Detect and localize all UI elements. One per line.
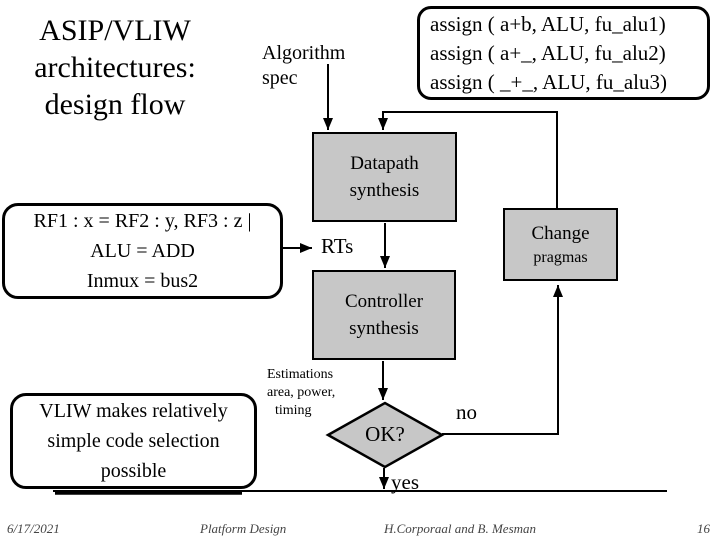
estimations-line: area, power, [267, 385, 336, 400]
slide-title: ASIP/VLIW architectures: design flow [10, 12, 220, 123]
change-label-line: pragmas [533, 248, 588, 266]
footer-page-number: 16 [697, 521, 710, 536]
rf-line: Inmux = bus2 [86, 270, 199, 292]
controller-label-line: synthesis [349, 318, 419, 339]
estimations-line: timing [275, 403, 312, 418]
title-line: architectures: [34, 51, 196, 84]
algorithm-spec-line: spec [262, 67, 298, 89]
controller-synthesis-box: Controller synthesis [312, 270, 456, 360]
vliw-line: possible [100, 460, 167, 482]
algorithm-spec-label: Algorithm spec [262, 41, 345, 91]
arrow-change-to-datapath [378, 111, 558, 209]
vliw-line: VLIW makes relatively [39, 400, 228, 422]
assign-line: assign ( a+_, ALU, fu_alu2) [430, 40, 666, 65]
title-line: design flow [44, 88, 186, 121]
title-line: ASIP/VLIW [39, 14, 191, 47]
yes-branch-label: yes [391, 470, 419, 494]
ok-decision-diamond [325, 401, 445, 469]
rf-line: RF1 : x = RF2 : y, RF3 : z | [33, 210, 252, 232]
no-branch-label: no [456, 400, 477, 424]
datapath-label-line: Datapath [350, 153, 419, 174]
vliw-line: simple code selection [47, 430, 220, 452]
algorithm-spec-line: Algorithm [262, 42, 346, 64]
rf-transfer-example-box: RF1 : x = RF2 : y, RF3 : z | ALU = ADD I… [2, 203, 283, 299]
controller-label-line: Controller [344, 291, 424, 312]
vliw-note-box: VLIW makes relatively simple code select… [10, 393, 257, 489]
datapath-label-line: synthesis [349, 180, 420, 201]
datapath-synthesis-box: Datapath synthesis [312, 132, 457, 222]
ok-decision-label: OK? [365, 422, 405, 446]
footer-authors: H.Corporaal and B. Mesman [384, 521, 537, 536]
estimations-label: Estimations area, power, timing [267, 366, 335, 420]
footer-date: 6/17/2021 [7, 521, 60, 536]
arrow-no-to-change [442, 285, 563, 435]
change-pragmas-box: Change pragmas [503, 208, 618, 281]
estimations-line: Estimations [267, 367, 334, 382]
rts-label: RTs [321, 234, 354, 258]
assign-line: assign ( _+_, ALU, fu_alu3) [430, 69, 667, 94]
assign-statements-box: assign ( a+b, ALU, fu_alu1) assign ( a+_… [417, 6, 710, 100]
footer-course-title: Platform Design [200, 521, 287, 536]
assign-line: assign ( a+b, ALU, fu_alu1) [430, 11, 666, 36]
rf-line: ALU = ADD [90, 240, 195, 262]
change-label-line: Change [531, 222, 590, 244]
